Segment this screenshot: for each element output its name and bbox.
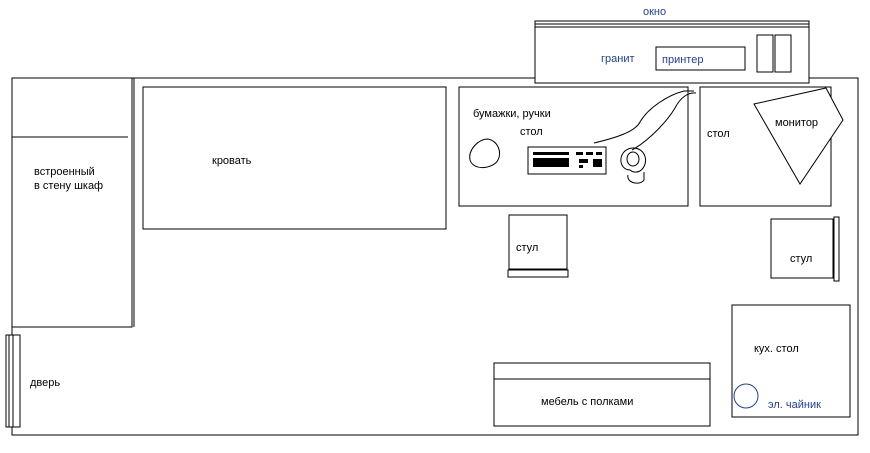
speaker-left	[756, 34, 774, 73]
keyboard	[527, 146, 607, 175]
speaker-right	[774, 34, 792, 73]
door	[5, 334, 21, 428]
chair-right-label: стул	[790, 253, 812, 265]
keyboard-cable	[593, 90, 694, 144]
mouse-cable	[631, 92, 697, 151]
papers-blob	[469, 138, 501, 168]
bed	[142, 86, 447, 230]
window-label: окно	[643, 6, 666, 18]
chair-left	[507, 214, 569, 278]
kettle-label: эл. чайник	[768, 399, 821, 411]
wardrobe	[11, 77, 135, 328]
chair-left-label: стул	[516, 242, 538, 254]
kettle-icon	[733, 383, 759, 409]
bed-label: кровать	[212, 155, 252, 167]
papers-label: бумажки, ручки	[473, 108, 551, 120]
printer	[655, 46, 746, 71]
printer-label: принтер	[662, 54, 703, 66]
kitchen-table-label: кух. стол	[754, 343, 799, 355]
shelves-unit	[493, 362, 711, 427]
granite-label: гранит	[601, 53, 635, 65]
wardrobe-label-line1: встроенный	[34, 166, 95, 178]
desk-right-label: стол	[707, 128, 730, 140]
wardrobe-label-line2: в стену шкаф	[34, 180, 103, 192]
mouse	[620, 147, 647, 184]
shelves-label: мебель с полками	[541, 396, 633, 408]
door-label: дверь	[30, 377, 60, 389]
chair-right	[770, 216, 840, 282]
kitchen-table	[731, 304, 851, 418]
monitor-label: монитор	[775, 117, 818, 129]
monitor	[753, 87, 844, 185]
desk-left-label: стол	[520, 126, 543, 138]
